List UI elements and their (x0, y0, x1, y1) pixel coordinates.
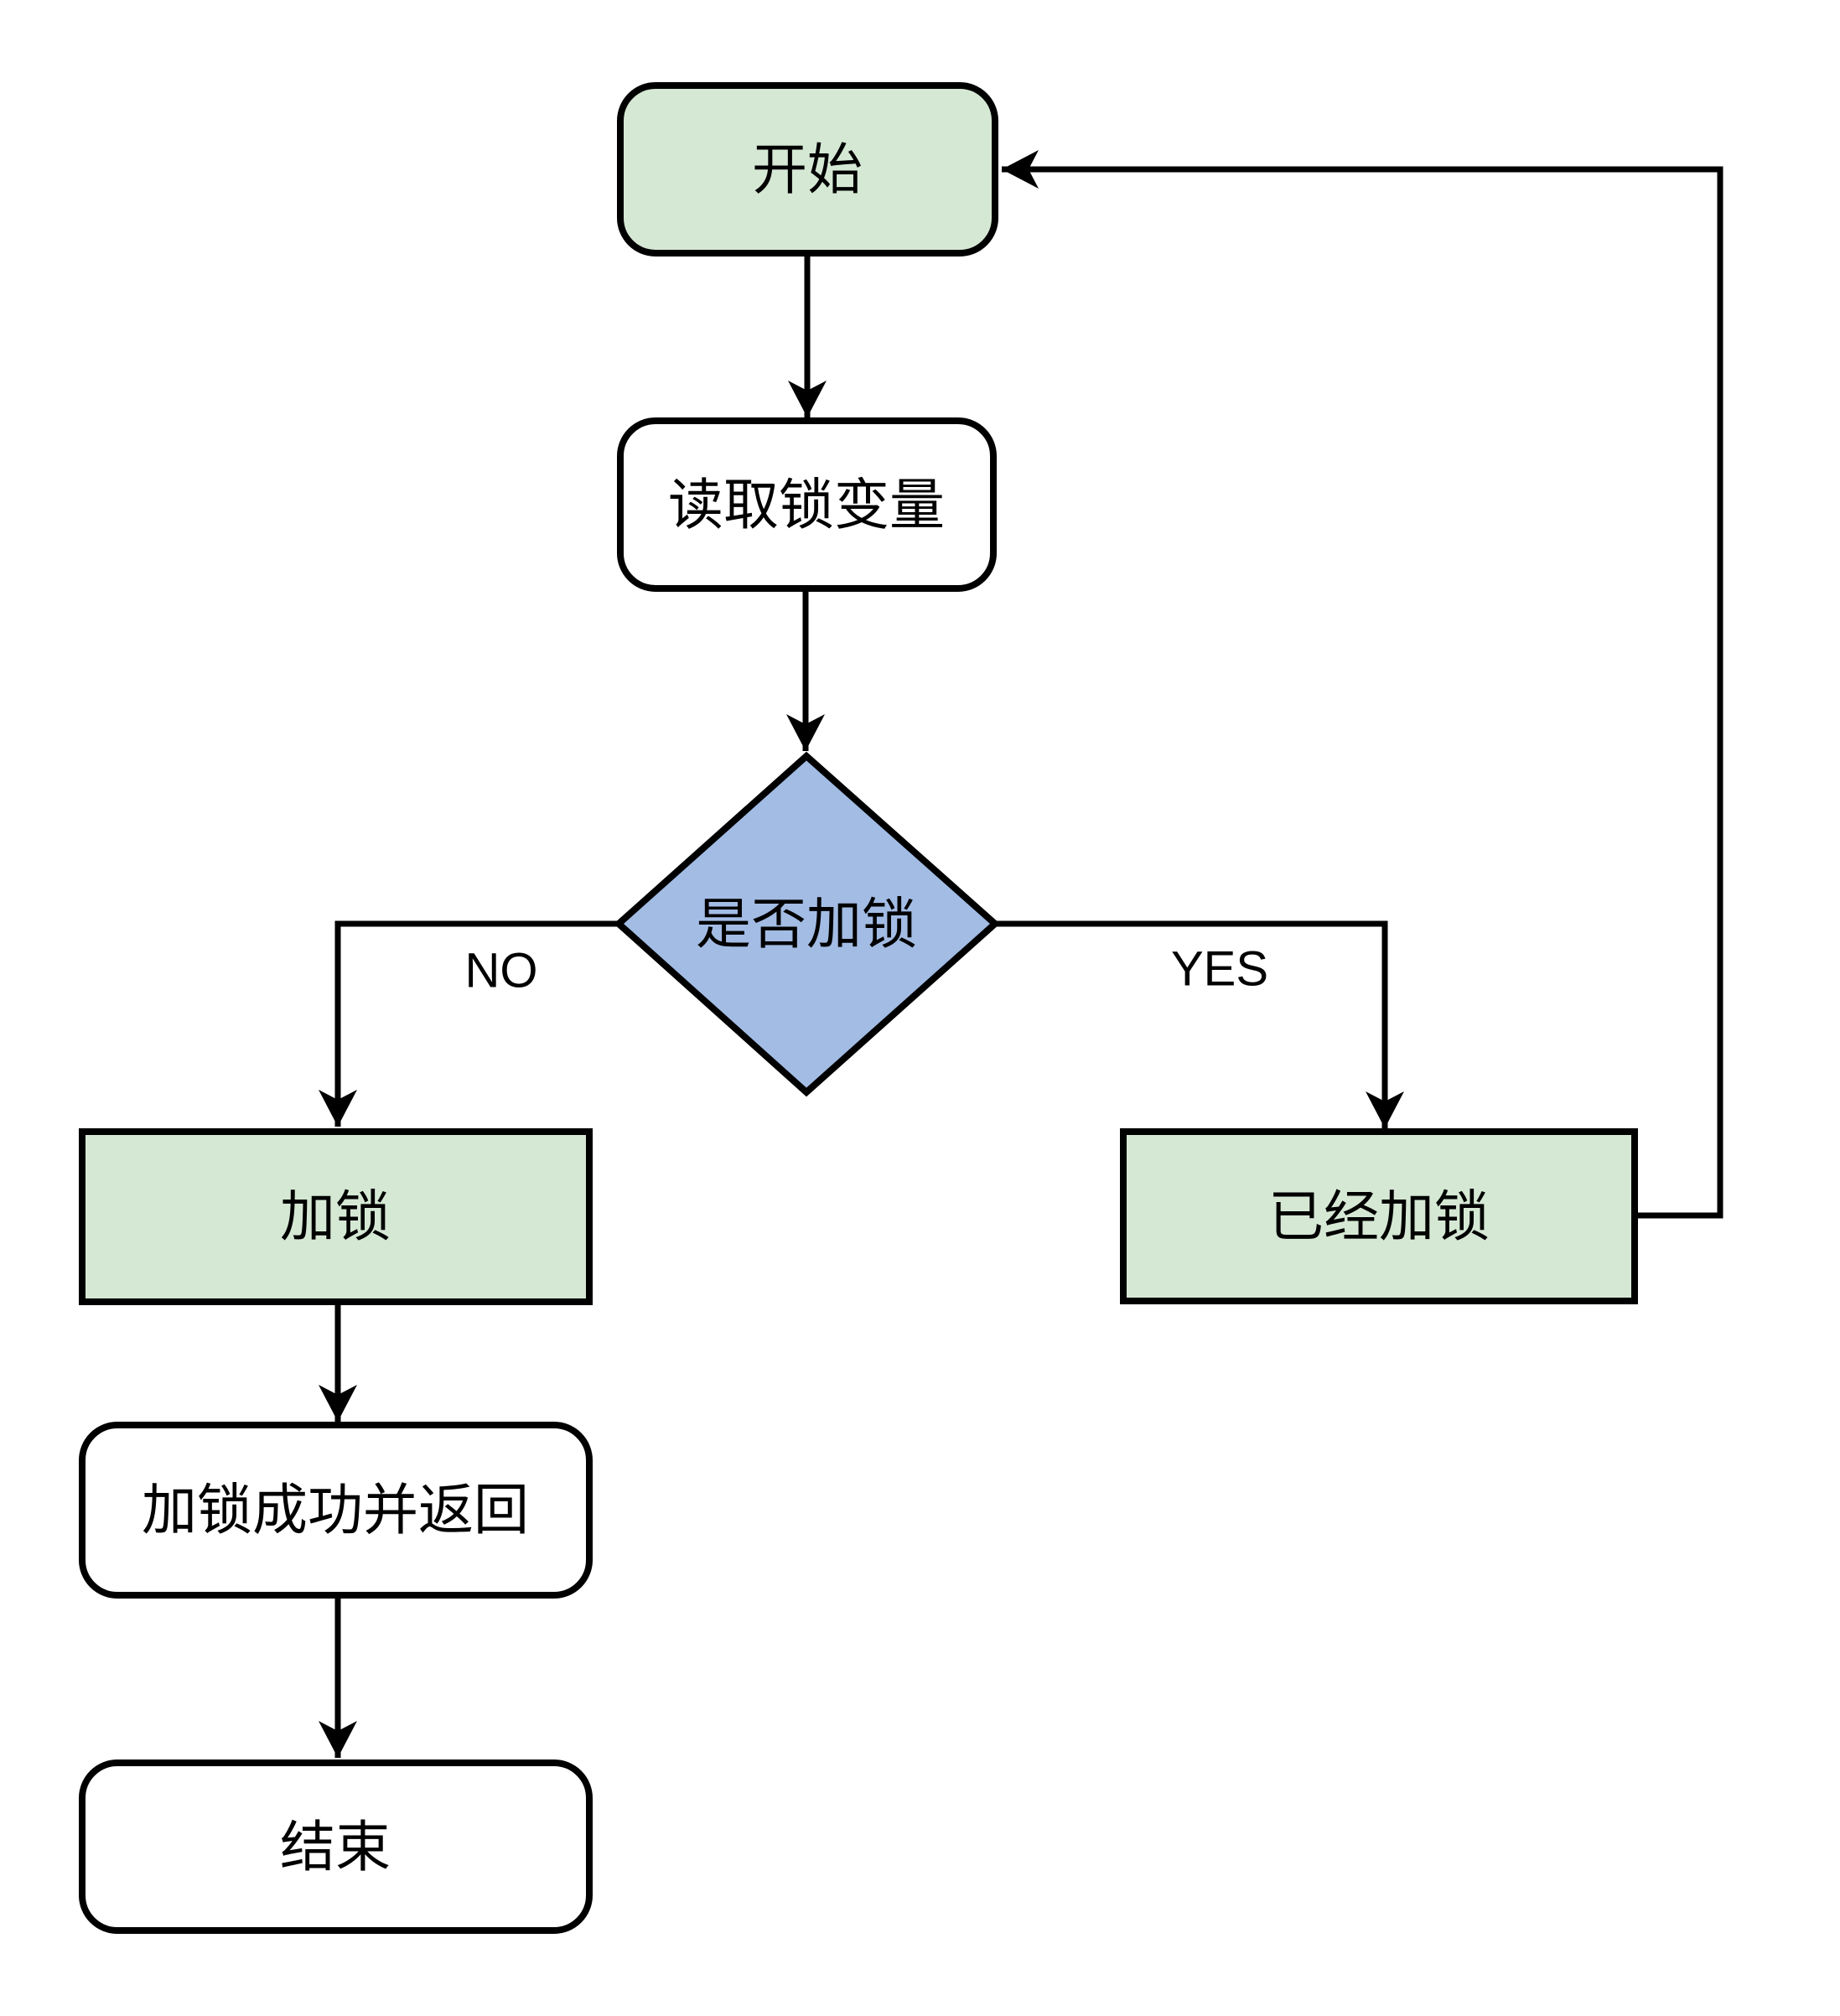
node-lock-label: 加锁 (280, 1185, 391, 1247)
node-read-lock-label: 读取锁变量 (668, 474, 945, 536)
node-decision: 是否加锁 (614, 751, 1001, 1097)
node-read-lock: 读取锁变量 (617, 417, 997, 592)
nodes: 开始 读取锁变量 是否加锁 加锁 已经加锁 加锁成功并返回 (79, 82, 1638, 1934)
node-end-label: 结束 (280, 1816, 391, 1878)
node-lock-success: 加锁成功并返回 (79, 1422, 593, 1599)
edge-label-no: NO (465, 943, 538, 998)
node-lock-shape (79, 1128, 593, 1305)
node-end: 结束 (79, 1759, 593, 1934)
node-start-label: 开始 (752, 138, 863, 200)
node-lock-success-shape (79, 1422, 593, 1599)
edge-decision-to-lock (319, 920, 620, 1127)
node-start-shape (617, 82, 998, 257)
edge-label-yes: YES (1171, 941, 1268, 996)
edges: NO YES (319, 150, 1723, 1758)
node-read-lock-shape (617, 417, 997, 592)
node-already-locked: 已经加锁 (1120, 1128, 1638, 1304)
edge-already-locked-to-start (1002, 150, 1723, 1219)
node-already-locked-shape (1120, 1128, 1638, 1304)
node-decision-label: 是否加锁 (696, 893, 917, 955)
node-end-shape (79, 1759, 593, 1934)
node-start: 开始 (617, 82, 998, 257)
edge-decision-to-already-locked (993, 920, 1404, 1128)
node-already-locked-label: 已经加锁 (1268, 1185, 1490, 1247)
node-decision-shape (614, 751, 1001, 1097)
node-lock: 加锁 (79, 1128, 593, 1305)
node-lock-success-label: 加锁成功并返回 (142, 1479, 529, 1541)
